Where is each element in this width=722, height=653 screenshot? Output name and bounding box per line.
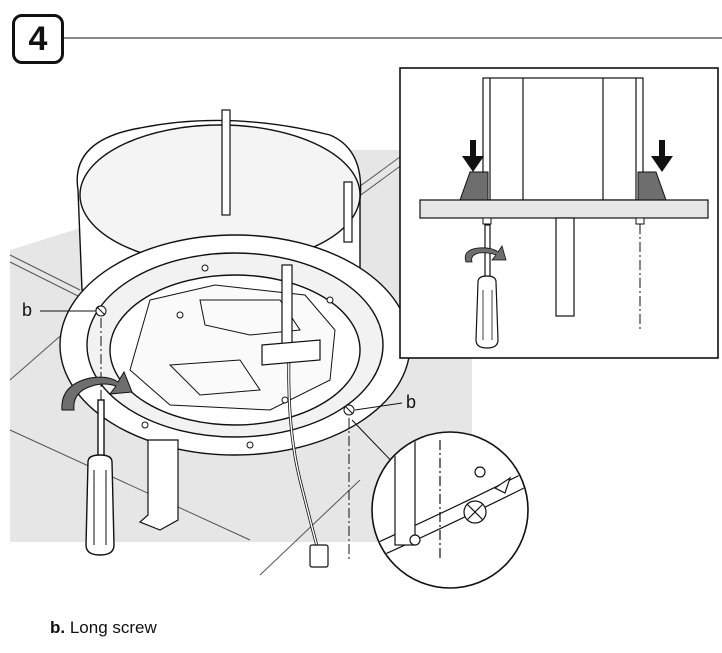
- cable-connector: [309, 544, 329, 568]
- detail-inset: [399, 67, 719, 359]
- legend-text: Long screw: [65, 618, 157, 637]
- center-post: [281, 264, 293, 356]
- step-number: 4: [28, 19, 48, 58]
- callout-b-left: b: [22, 300, 33, 320]
- callout-b-right: b: [406, 392, 417, 412]
- callout-leaders: [40, 310, 403, 411]
- rotation-arrow-icon: [61, 370, 133, 411]
- post-bracket: [261, 339, 321, 366]
- screwdriver-icon: [85, 399, 115, 556]
- legend: b. Long screw: [50, 618, 157, 638]
- down-arrow-icon: [462, 140, 673, 172]
- legend-key: b.: [50, 618, 66, 637]
- ceiling-board: [419, 199, 709, 219]
- detail-magnifier: [351, 419, 529, 589]
- screw-icon: [95, 305, 355, 416]
- inset-screwdriver-icon: [475, 224, 499, 349]
- center-column: [555, 217, 575, 317]
- inset-rotation-arrow-icon: [464, 245, 507, 263]
- step-badge: 4: [12, 14, 64, 64]
- hanging-bracket: [138, 439, 179, 531]
- support-rods: [221, 109, 353, 243]
- cable-inner: [288, 329, 319, 551]
